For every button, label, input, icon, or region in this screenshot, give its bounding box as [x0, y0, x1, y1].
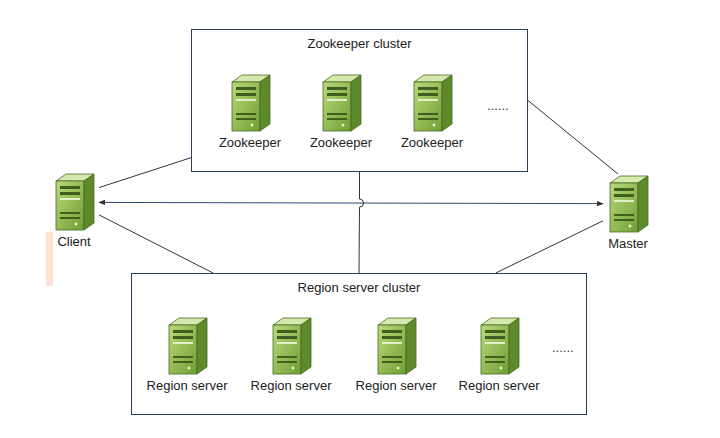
connector-line	[528, 101, 618, 175]
ellipsis-label: ......	[487, 98, 509, 113]
server-node: Zookeeper	[398, 73, 467, 151]
cluster-box: Zookeeper clusterZookeeper Zookeeper Zooke…	[191, 29, 528, 172]
server-node: Region server	[144, 316, 231, 394]
decor-mark	[46, 232, 53, 286]
server-icon	[52, 172, 96, 232]
connector-line	[359, 172, 364, 273]
server-node: Master	[603, 174, 653, 252]
server-label: Client	[57, 234, 90, 249]
server-node: Client	[49, 172, 99, 250]
server-label: Zookeeper	[401, 135, 463, 150]
server-label: Zookeeper	[219, 135, 281, 150]
server-icon	[374, 316, 418, 376]
server-node: Zookeeper	[307, 73, 376, 151]
server-label: Master	[608, 236, 648, 251]
server-icon	[228, 73, 272, 133]
connector-line	[99, 202, 603, 203]
server-label: Region server	[147, 378, 228, 393]
cluster-title: Region server cluster	[132, 280, 586, 295]
cluster-box: Region server clusterRegion server Region…	[131, 273, 587, 415]
server-node: Region server	[353, 316, 440, 394]
connector-line	[99, 158, 191, 188]
server-node: Region server	[248, 316, 335, 394]
server-label: Region server	[251, 378, 332, 393]
server-icon	[477, 316, 521, 376]
server-icon	[606, 174, 650, 234]
server-label: Region server	[459, 378, 540, 393]
server-label: Zookeeper	[310, 135, 372, 150]
connector-line	[496, 221, 603, 273]
server-icon	[410, 73, 454, 133]
server-label: Region server	[356, 378, 437, 393]
server-icon	[319, 73, 363, 133]
server-node: Zookeeper	[216, 73, 285, 151]
server-icon	[269, 316, 313, 376]
server-icon	[165, 316, 209, 376]
ellipsis-label: ......	[552, 340, 574, 355]
cluster-title: Zookeeper cluster	[192, 36, 527, 51]
connector-line	[99, 215, 213, 273]
server-node: Region server	[456, 316, 543, 394]
